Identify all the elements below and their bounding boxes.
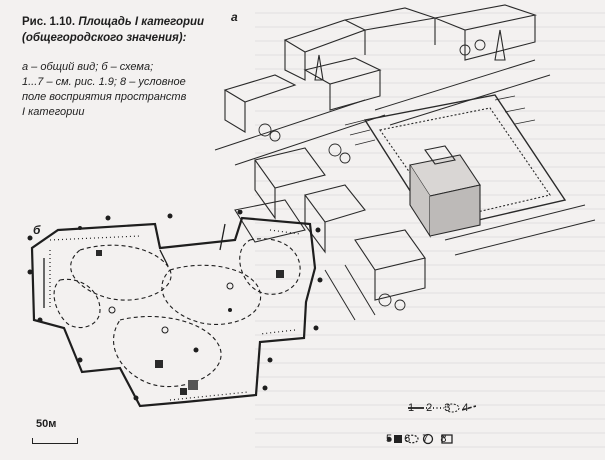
building-block [283, 19, 367, 53]
desc-line1: а – общий вид; б – схема; [22, 61, 154, 73]
figure-title-line1: Площадь I категории [78, 16, 205, 28]
figure-caption: Рис. 1.10. Площадь I категории (общегоро… [22, 14, 212, 120]
circle-icon [423, 433, 434, 445]
desc-line4: I категории [22, 106, 85, 118]
legend-num: 4 [462, 402, 469, 414]
building-block [254, 147, 326, 189]
perception-zone [53, 278, 101, 328]
legend-num: 6 [404, 433, 411, 445]
dot-square-icon [386, 435, 402, 443]
plan-boundary [30, 216, 317, 408]
monument-square [155, 360, 163, 368]
panel-label-b: б [33, 223, 41, 237]
building-block [223, 74, 297, 103]
legend-num: 2 [426, 402, 433, 414]
legend-item: 8 [440, 433, 454, 445]
desc-line2: 1...7 – см. рис. 1.9; 8 – условное [22, 76, 186, 88]
legend-item: 2 [426, 402, 445, 414]
tower [314, 54, 324, 81]
building-block [344, 7, 436, 31]
legend-row-2: 5 6 7 8 [386, 433, 455, 445]
square-plan-scheme [27, 210, 323, 408]
street [214, 99, 386, 166]
legend-num: 7 [422, 433, 429, 445]
scale-bar [32, 438, 78, 444]
perception-zone [239, 238, 301, 295]
panel-label-a: а [231, 10, 238, 24]
legend-item: 7 [422, 433, 434, 445]
legend-item: 4 [462, 402, 477, 414]
legend-num: 8 [440, 433, 447, 445]
monument-square [276, 270, 284, 278]
legend-num: 3 [444, 402, 451, 414]
desc-line3: поле восприятия пространств [22, 91, 187, 103]
figure-number: Рис. 1.10. [22, 16, 76, 28]
monument-square [188, 380, 198, 390]
legend-item: 5 [386, 433, 402, 445]
perception-zone [113, 316, 222, 388]
legend-item: 3 [444, 402, 460, 414]
figure-title: Рис. 1.10. Площадь I категории [22, 14, 212, 30]
dotted-line-icon [426, 407, 445, 409]
perception-zone [161, 264, 262, 325]
figure-title-line2: (общегородского значения): [22, 32, 187, 44]
monument-square [180, 388, 187, 395]
tower [494, 29, 506, 61]
legend-item: 6 [404, 433, 419, 445]
solid-line-icon [408, 407, 424, 409]
monument-square [96, 250, 102, 256]
street [374, 59, 551, 126]
dash-dot-line-icon [462, 405, 477, 411]
figure-description: а – общий вид; б – схема; 1...7 – см. ри… [22, 60, 212, 120]
dashed-blob-icon [405, 434, 419, 444]
scale-label: 50м [36, 418, 57, 430]
legend-row-1: 1 2 3 4 [408, 402, 477, 414]
perception-zone [70, 244, 172, 301]
building-block [433, 4, 538, 31]
legend-item: 1 [408, 402, 424, 414]
bracket-rect-icon [441, 434, 454, 444]
dashed-oval-icon [444, 403, 460, 413]
city-square-illustration [214, 4, 596, 321]
